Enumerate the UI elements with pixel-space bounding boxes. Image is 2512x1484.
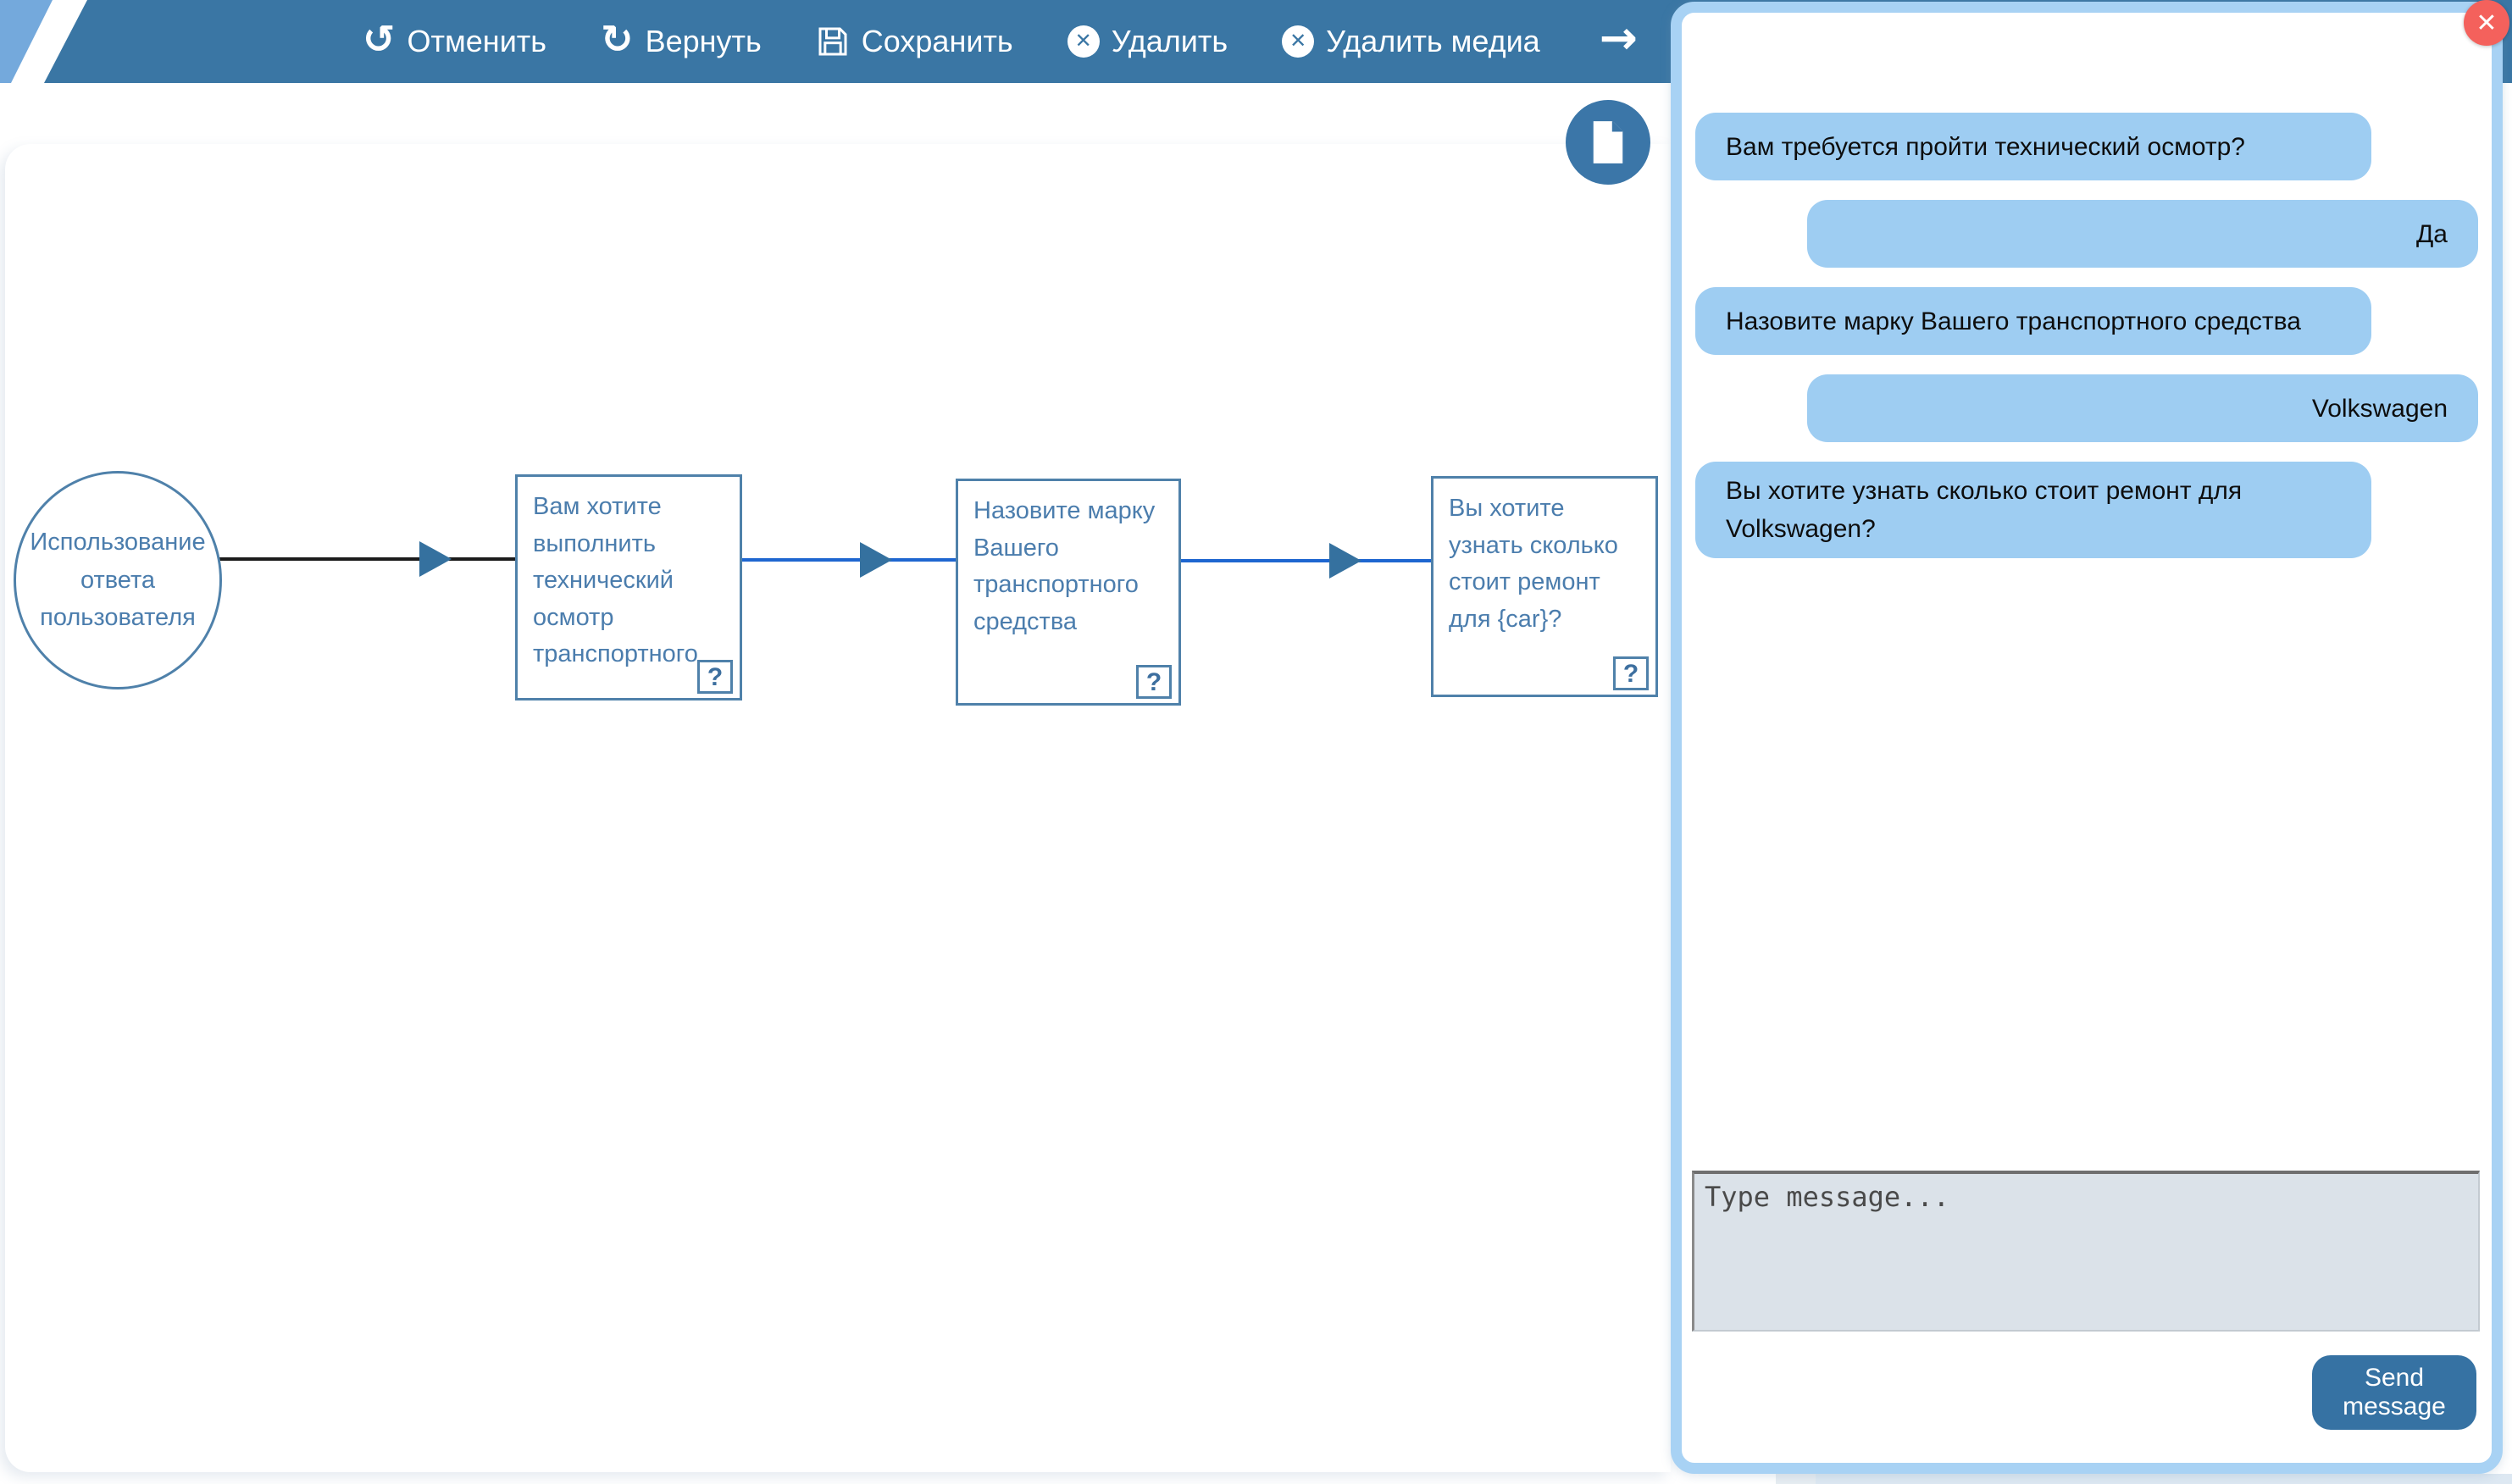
delete-label: Удалить	[1111, 24, 1228, 58]
chat-bubble-bot: Назовите марку Вашего транспортного сред…	[1695, 287, 2371, 355]
flow-node-2-text: Назовите марку Вашего транспортного сред…	[973, 497, 1156, 635]
chat-bubble-user: Да	[1807, 200, 2478, 268]
redo-button[interactable]: ↻ Вернуть	[601, 16, 762, 62]
help-badge-icon[interactable]: ?	[697, 660, 733, 694]
undo-label: Отменить	[407, 24, 547, 58]
edge-arrowhead-icon	[1329, 543, 1361, 579]
save-button[interactable]: Сохранить	[816, 24, 1013, 59]
delete-media-label: Удалить медиа	[1326, 24, 1540, 58]
flow-node-1-text: Вам хотите выполнить технический осмотр …	[533, 493, 698, 667]
flow-canvas[interactable]	[5, 144, 1671, 1472]
chat-bubble-user: Volkswagen	[1807, 374, 2478, 442]
edge-arrowhead-icon	[419, 541, 452, 577]
flow-node-1[interactable]: Вам хотите выполнить технический осмотр …	[515, 474, 742, 700]
chat-bubble-bot: Вам требуется пройти технический осмотр?	[1695, 113, 2371, 180]
chat-bubble-text: Вы хотите узнать сколько стоит ремонт дл…	[1726, 477, 2243, 543]
redo-label: Вернуть	[645, 24, 762, 58]
edge-node1-to-node2	[740, 558, 956, 562]
document-button[interactable]	[1566, 100, 1650, 185]
document-icon	[1593, 121, 1623, 163]
flow-node-3-text: Вы хотите узнать сколько стоит ремонт дл…	[1449, 495, 1618, 633]
help-badge-icon[interactable]: ?	[1613, 656, 1649, 690]
edge-arrowhead-icon	[860, 542, 892, 578]
send-message-button[interactable]: Send message	[2312, 1355, 2476, 1430]
undo-icon: ↺	[363, 16, 396, 62]
help-badge-icon[interactable]: ?	[1136, 665, 1172, 699]
flow-node-2[interactable]: Назовите марку Вашего транспортного сред…	[956, 479, 1181, 706]
edge-start-to-node1	[217, 557, 515, 561]
save-label: Сохранить	[861, 24, 1013, 58]
undo-button[interactable]: ↺ Отменить	[363, 16, 547, 62]
edge-node2-to-node3	[1179, 559, 1431, 562]
delete-media-button[interactable]: ✕ Удалить медиа	[1282, 24, 1540, 59]
chat-message-list: Вам требуется пройти технический осмотр?…	[1695, 13, 2478, 558]
chat-bubble-text: Volkswagen	[2311, 394, 2448, 423]
start-node[interactable]: Использование ответа пользователя	[14, 471, 222, 689]
start-node-label: Использование ответа пользователя	[30, 528, 206, 632]
delete-icon: ✕	[1067, 25, 1100, 58]
chat-bubble-bot: Вы хотите узнать сколько стоит ремонт дл…	[1695, 462, 2371, 558]
chat-bubble-text: Да	[2415, 219, 2448, 248]
message-input[interactable]	[1692, 1171, 2480, 1332]
toolbar-buttons: ↺ Отменить ↻ Вернуть Сохранить ✕ Удалить	[363, 0, 1638, 83]
close-icon[interactable]: ✕	[2464, 0, 2509, 46]
redo-icon: ↻	[601, 16, 634, 62]
arrow-right-icon[interactable]: →	[1599, 11, 1638, 64]
delete-media-icon: ✕	[1282, 25, 1315, 58]
chat-bubble-text: Вам требуется пройти технический осмотр?	[1726, 132, 2245, 161]
flow-node-3[interactable]: Вы хотите узнать сколько стоит ремонт дл…	[1431, 476, 1658, 697]
horizontal-scrollbar-track	[1816, 1474, 2512, 1484]
delete-button[interactable]: ✕ Удалить	[1067, 24, 1228, 59]
save-icon	[818, 27, 847, 56]
chat-bubble-text: Назовите марку Вашего транспортного сред…	[1726, 307, 2301, 335]
chat-preview-panel: Вам требуется пройти технический осмотр?…	[1671, 2, 2503, 1474]
